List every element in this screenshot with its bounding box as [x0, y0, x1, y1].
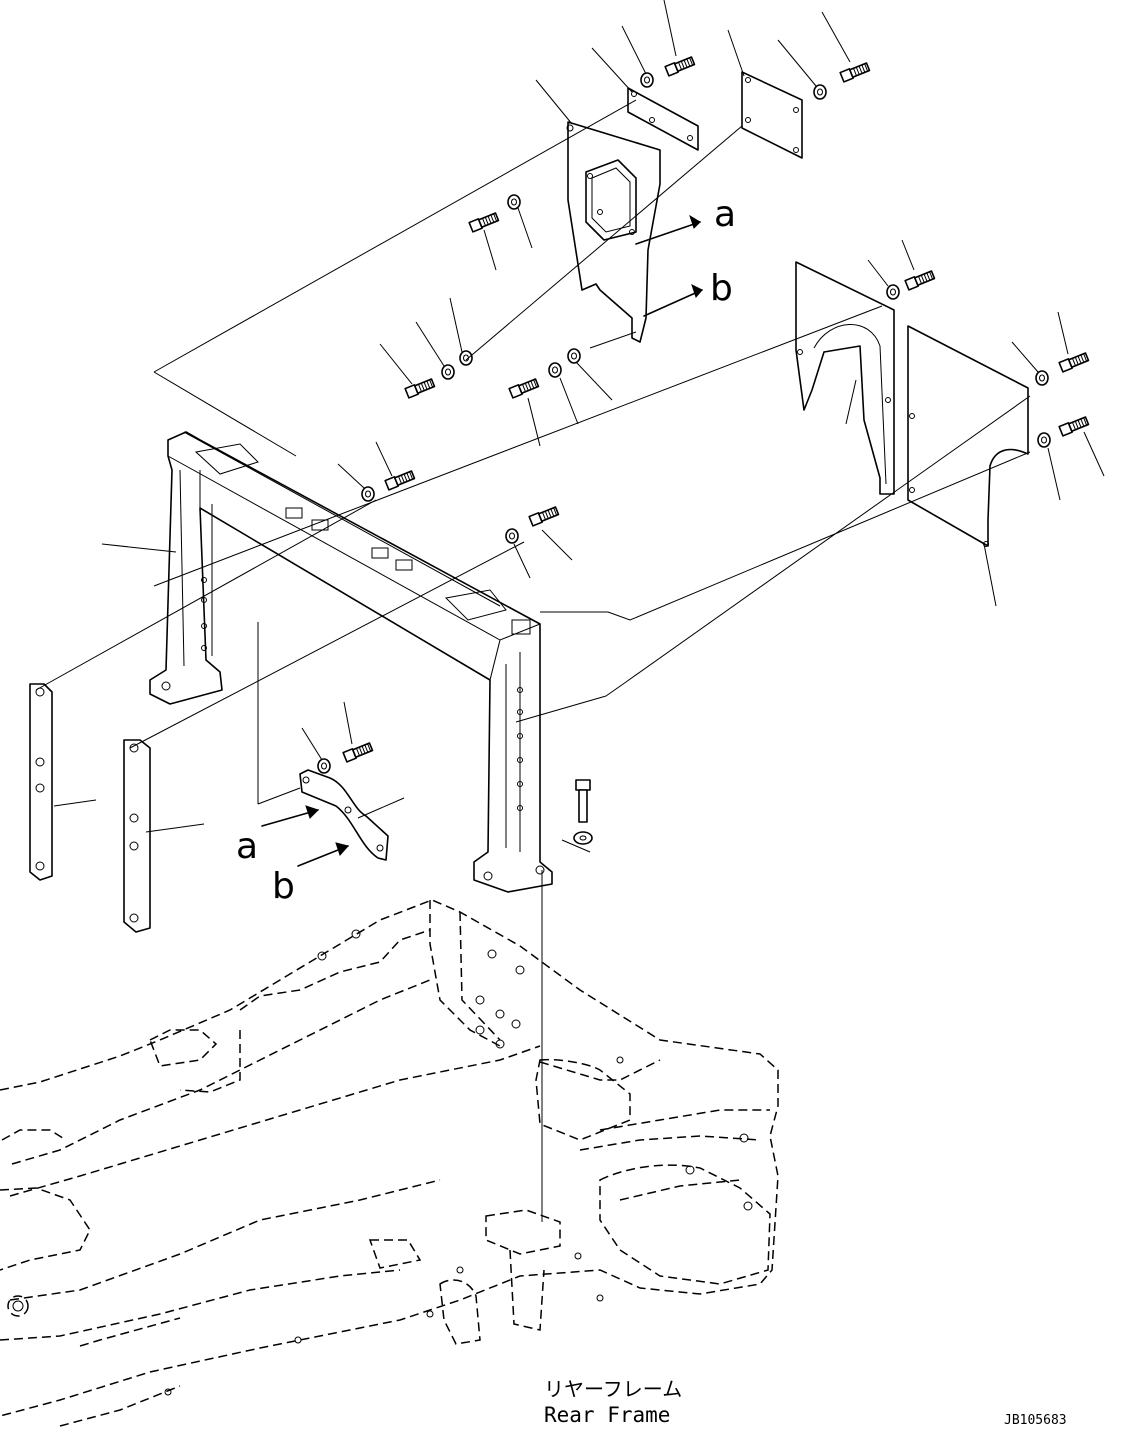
bolt-icon — [904, 269, 936, 291]
bolt-icon — [342, 741, 374, 763]
washer-icon — [886, 284, 900, 300]
bolt-icon — [468, 211, 500, 233]
washer-icon — [1035, 370, 1049, 386]
arrow-b-bottom — [297, 842, 349, 867]
bolt-icon — [1058, 351, 1090, 373]
side-bar-2 — [123, 739, 151, 933]
arrow-a-bottom — [261, 805, 319, 827]
washer-icon — [548, 362, 562, 378]
washer-icon — [361, 486, 375, 502]
bolt-icon — [839, 61, 871, 83]
side-cover-plate-left — [795, 261, 895, 495]
side-cover-plate-right — [907, 325, 1029, 547]
upper-cover-plate — [566, 121, 661, 343]
washer-icon — [459, 350, 473, 366]
small-plate-right — [741, 71, 803, 159]
bolt-icon — [528, 505, 560, 527]
small-bracket — [299, 769, 389, 861]
label-a-top: a — [714, 194, 736, 235]
caption-en: Rear Frame — [544, 1403, 670, 1427]
washer-icon — [505, 528, 519, 544]
label-b-bottom: b — [272, 866, 295, 907]
small-plate-left — [627, 87, 699, 151]
bolt-icon — [664, 55, 696, 77]
assembly-lines — [35, 99, 1031, 1222]
washer-icon — [567, 348, 581, 364]
washer-icon — [640, 72, 654, 88]
washer-icon — [813, 84, 827, 100]
washer-icon — [441, 364, 455, 380]
leader-lines — [53, 0, 1105, 833]
side-bar-1 — [29, 683, 53, 881]
drawing-code: JB105683 — [1004, 1413, 1067, 1428]
rear-frame — [0, 899, 779, 1427]
arrow-a-top — [635, 214, 701, 245]
mounting-bolt-icon — [573, 779, 593, 845]
caption-jp: リヤーフレーム — [544, 1377, 682, 1401]
washer-icon — [317, 758, 331, 774]
arrow-b-top — [643, 284, 703, 317]
washer-icon — [507, 194, 521, 210]
washer-icon — [1037, 432, 1051, 448]
bolt-icon — [508, 377, 540, 399]
portal-frame — [149, 431, 553, 893]
label-b-top: b — [710, 268, 733, 309]
label-a-bottom: a — [236, 826, 258, 867]
